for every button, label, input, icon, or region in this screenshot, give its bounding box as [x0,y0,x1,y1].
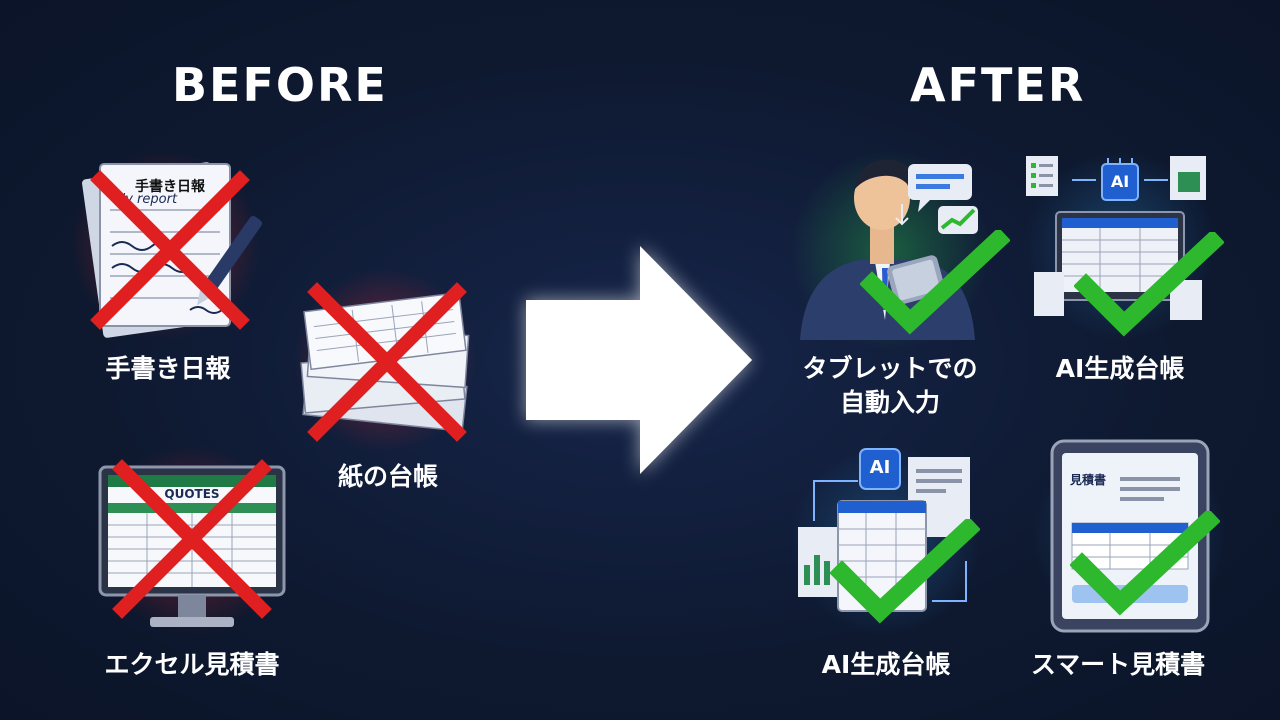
before-heading: BEFORE [172,58,388,112]
smart-quote-doc-title: 見積書 [1070,473,1107,487]
ai-ledger-top-label: AI生成台帳 [1055,354,1185,383]
handwritten-doc-line: ily report [118,192,178,207]
excel-sheet-title: QUOTES [164,487,220,501]
excel-quote-illustration: QUOTES [92,445,292,645]
ai-ledger-bottom-illustration: AI [790,445,990,635]
paper-ledger-illustration [285,268,485,458]
excel-quote-label: エクセル見積書 [104,650,280,679]
ai-ledger-top-illustration: AI [1020,150,1224,340]
tablet-input-label-line1: タブレットでの [802,354,978,383]
ai-ledger-bottom-label: AI生成台帳 [821,650,951,679]
paper-ledger-label: 紙の台帳 [337,462,438,491]
smart-quote-label: スマート見積書 [1030,650,1206,679]
tablet-input-illustration [790,150,1010,350]
smart-quote-illustration: 見積書 [1030,435,1230,635]
handwritten-report-label: 手書き日報 [105,354,231,383]
ai-chip-label: AI [869,457,891,478]
after-heading: AFTER [910,58,1086,112]
ai-chip-label: AI [1110,172,1130,191]
handwritten-report-illustration: 手書き日報 ily report [70,150,270,340]
right-arrow-icon [526,246,752,474]
tablet-input-label-line2: 自動入力 [839,388,940,417]
